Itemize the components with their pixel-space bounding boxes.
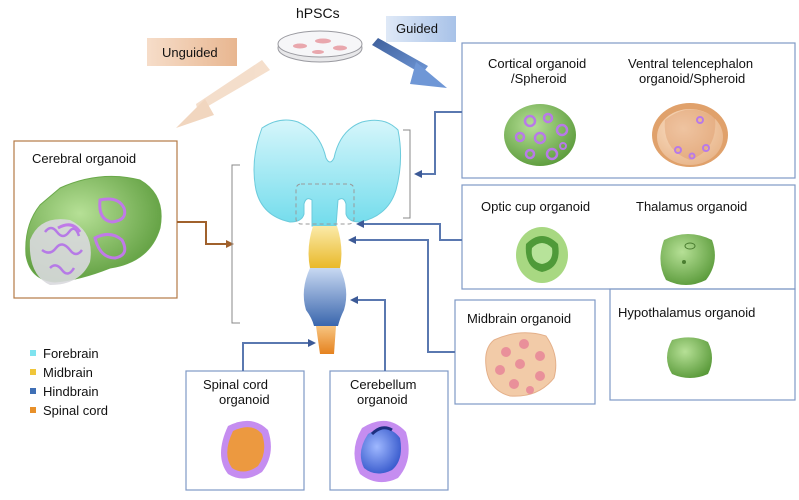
legend-swatch-hindbrain xyxy=(30,388,36,394)
legend-label-hindbrain: Hindbrain xyxy=(43,384,99,399)
spinal-cord-organoid-title-line1: Spinal cord xyxy=(203,377,269,392)
thalamus-organoid-illustration xyxy=(660,234,715,285)
diencephalon-connector-arrow xyxy=(356,220,462,241)
cortical-organoid-title-line1: Cortical organoid xyxy=(488,56,587,71)
legend-swatch-forebrain xyxy=(30,350,36,356)
cerebral-connector-arrow xyxy=(177,221,234,248)
cerebellum-organoid-title-line1: Cerebellum xyxy=(350,377,417,392)
spinal-cord-organoid-box xyxy=(185,370,305,491)
hypothalamus-box xyxy=(609,288,796,401)
spinal-cord-shape xyxy=(316,326,336,354)
spinal-cord-organoid-title-line2: organoid xyxy=(219,392,270,407)
cerebral-organoid-illustration xyxy=(25,175,162,285)
cerebellum-organoid-title-line2: organoid xyxy=(357,392,408,407)
midbrain-organoid-illustration xyxy=(485,332,557,397)
telencephalon-connector-arrow xyxy=(414,111,462,178)
diencephalon-dashed-box xyxy=(295,183,355,225)
cerebral-organoid-title: Cerebral organoid xyxy=(32,151,137,166)
spinal-cord-connector-arrow xyxy=(242,339,316,371)
cerebral-organoid-box xyxy=(13,140,178,299)
guided-arrow xyxy=(372,38,447,88)
guided-label-bg xyxy=(386,16,456,42)
unguided-arrow xyxy=(176,60,270,128)
legend-label-spinal-cord: Spinal cord xyxy=(43,403,109,418)
hpscs-label: hPSCs xyxy=(296,5,340,21)
optic-cup-organoid-illustration xyxy=(516,227,568,283)
midbrain-connector-arrow xyxy=(348,236,455,353)
cerebellum-organoid-illustration xyxy=(354,420,409,483)
hypothalamus-organoid-illustration xyxy=(667,337,712,378)
cerebellum-organoid-box xyxy=(329,370,449,491)
legend-swatch-spinal-cord xyxy=(30,407,36,413)
thalamus-organoid-title: Thalamus organoid xyxy=(636,199,748,214)
optic-cup-organoid-title: Optic cup organoid xyxy=(481,199,591,214)
ventral-telencephalon-title-line1: Ventral telencephalon xyxy=(628,56,754,71)
cerebellum-connector-arrow xyxy=(350,296,386,371)
unguided-label-bg xyxy=(147,38,237,66)
cortical-organoid-title-line2: /Spheroid xyxy=(511,71,567,86)
neural-tube-bracket xyxy=(231,164,240,324)
midbrain-shape xyxy=(308,226,342,268)
legend-label-forebrain: Forebrain xyxy=(43,346,99,361)
spinal-cord-organoid-illustration xyxy=(221,420,271,479)
forebrain-bracket xyxy=(403,129,411,219)
guided-label: Guided xyxy=(396,21,438,36)
ventral-telencephalon-title-line2: organoid/Spheroid xyxy=(639,71,746,86)
telencephalon-box xyxy=(461,42,796,179)
legend-label-midbrain: Midbrain xyxy=(43,365,93,380)
hypothalamus-organoid-title: Hypothalamus organoid xyxy=(618,305,756,320)
forebrain-shape xyxy=(253,119,402,227)
unguided-label: Unguided xyxy=(162,45,218,60)
ventral-telencephalon-organoid-illustration xyxy=(652,103,728,167)
petri-dish-icon xyxy=(277,30,363,63)
cortical-organoid-illustration xyxy=(504,104,576,166)
legend-swatch-midbrain xyxy=(30,369,36,375)
midbrain-organoid-title: Midbrain organoid xyxy=(467,311,572,326)
hindbrain-shape xyxy=(303,268,347,326)
